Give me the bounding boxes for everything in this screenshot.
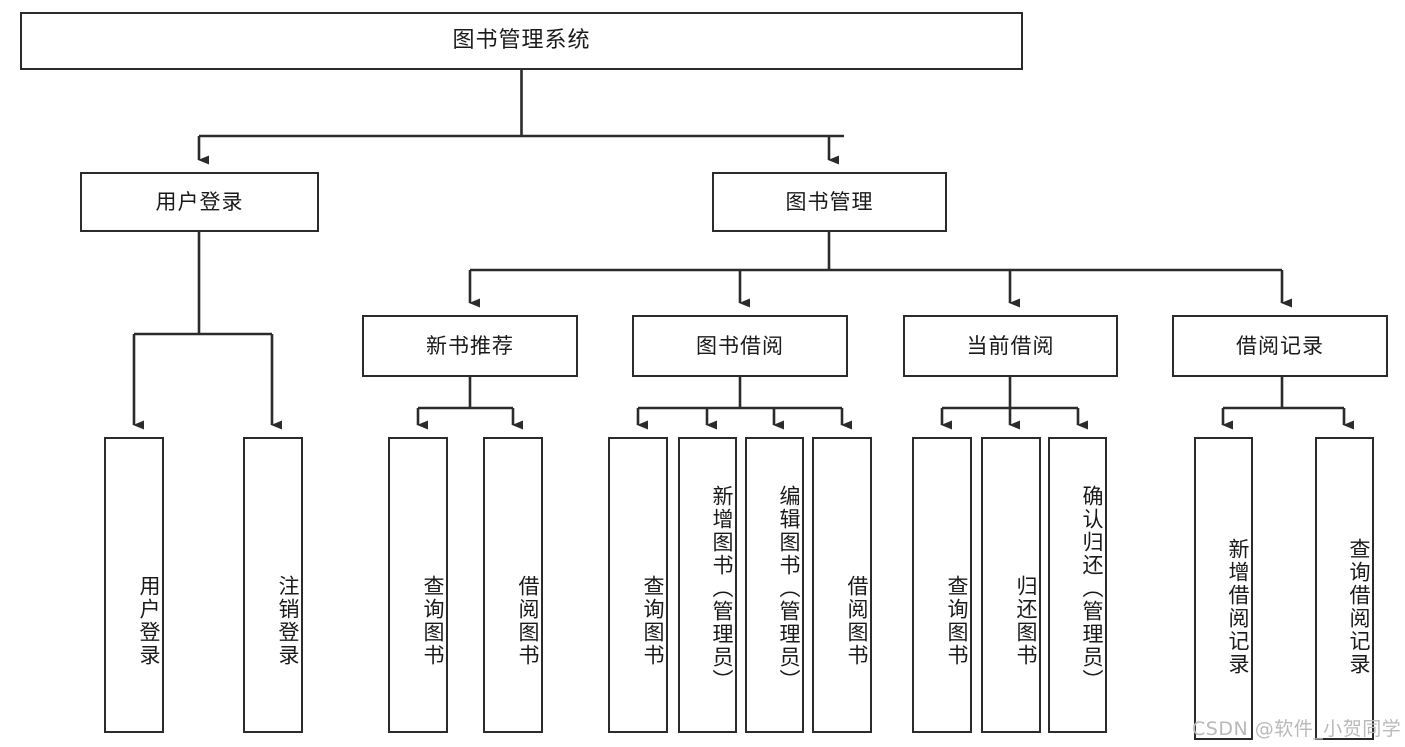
node-new-book-recommend[interactable]: 新书推荐 xyxy=(362,315,578,377)
node-label: 用户登录 xyxy=(155,189,244,214)
node-root-book-management-system[interactable]: 图书管理系统 xyxy=(20,12,1023,70)
node-label: 图书借阅 xyxy=(696,333,784,358)
node-label: 当前借阅 xyxy=(966,333,1055,358)
node-leaf-borrow-book-recommend[interactable]: 借阅图书 xyxy=(483,437,543,733)
node-label: 用户登录 xyxy=(137,575,161,667)
node-user-login[interactable]: 用户登录 xyxy=(80,172,319,232)
node-label: 图书管理系统 xyxy=(452,28,591,54)
node-leaf-borrow-book[interactable]: 借阅图书 xyxy=(812,437,872,733)
node-leaf-query-book-current[interactable]: 查询图书 xyxy=(912,437,972,733)
node-label: 借阅图书 xyxy=(845,575,869,667)
node-leaf-confirm-return-admin[interactable]: 确认归还（管理员） xyxy=(1048,437,1107,733)
node-label: 新书推荐 xyxy=(426,333,514,358)
node-leaf-query-book-recommend[interactable]: 查询图书 xyxy=(388,437,448,733)
node-leaf-query-borrow-record[interactable]: 查询借阅记录 xyxy=(1315,437,1374,740)
node-leaf-logout-login[interactable]: 注销登录 xyxy=(243,437,303,733)
node-leaf-query-book-borrow[interactable]: 查询图书 xyxy=(608,437,668,733)
node-label: 注销登录 xyxy=(276,575,300,667)
node-leaf-return-book[interactable]: 归还图书 xyxy=(981,437,1041,733)
node-leaf-edit-book-admin[interactable]: 编辑图书（管理员） xyxy=(745,437,804,733)
csdn-watermark: CSDN @软件_小贺同学 xyxy=(1192,714,1401,741)
node-label: 归还图书 xyxy=(1014,575,1038,667)
node-label: 借阅记录 xyxy=(1236,333,1324,358)
node-label: 确认归还（管理员） xyxy=(1080,484,1104,692)
watermark-text: CSDN @软件_小贺同学 xyxy=(1192,718,1402,740)
node-label: 新增图书（管理员） xyxy=(710,484,734,692)
node-label: 借阅图书 xyxy=(516,575,540,667)
node-book-borrow[interactable]: 图书借阅 xyxy=(632,315,848,377)
node-label: 查询图书 xyxy=(421,575,445,667)
node-label: 编辑图书（管理员） xyxy=(777,484,801,692)
node-label: 新增借阅记录 xyxy=(1226,537,1250,676)
node-label: 查询图书 xyxy=(945,575,969,667)
node-current-borrow[interactable]: 当前借阅 xyxy=(903,315,1118,377)
node-leaf-user-login[interactable]: 用户登录 xyxy=(104,437,164,733)
node-label: 查询借阅记录 xyxy=(1347,537,1371,676)
node-borrow-record[interactable]: 借阅记录 xyxy=(1172,315,1388,377)
node-leaf-add-book-admin[interactable]: 新增图书（管理员） xyxy=(678,437,737,733)
node-label: 查询图书 xyxy=(641,575,665,667)
node-label: 图书管理 xyxy=(785,189,874,214)
node-leaf-add-borrow-record[interactable]: 新增借阅记录 xyxy=(1194,437,1253,740)
node-book-management[interactable]: 图书管理 xyxy=(712,172,947,232)
